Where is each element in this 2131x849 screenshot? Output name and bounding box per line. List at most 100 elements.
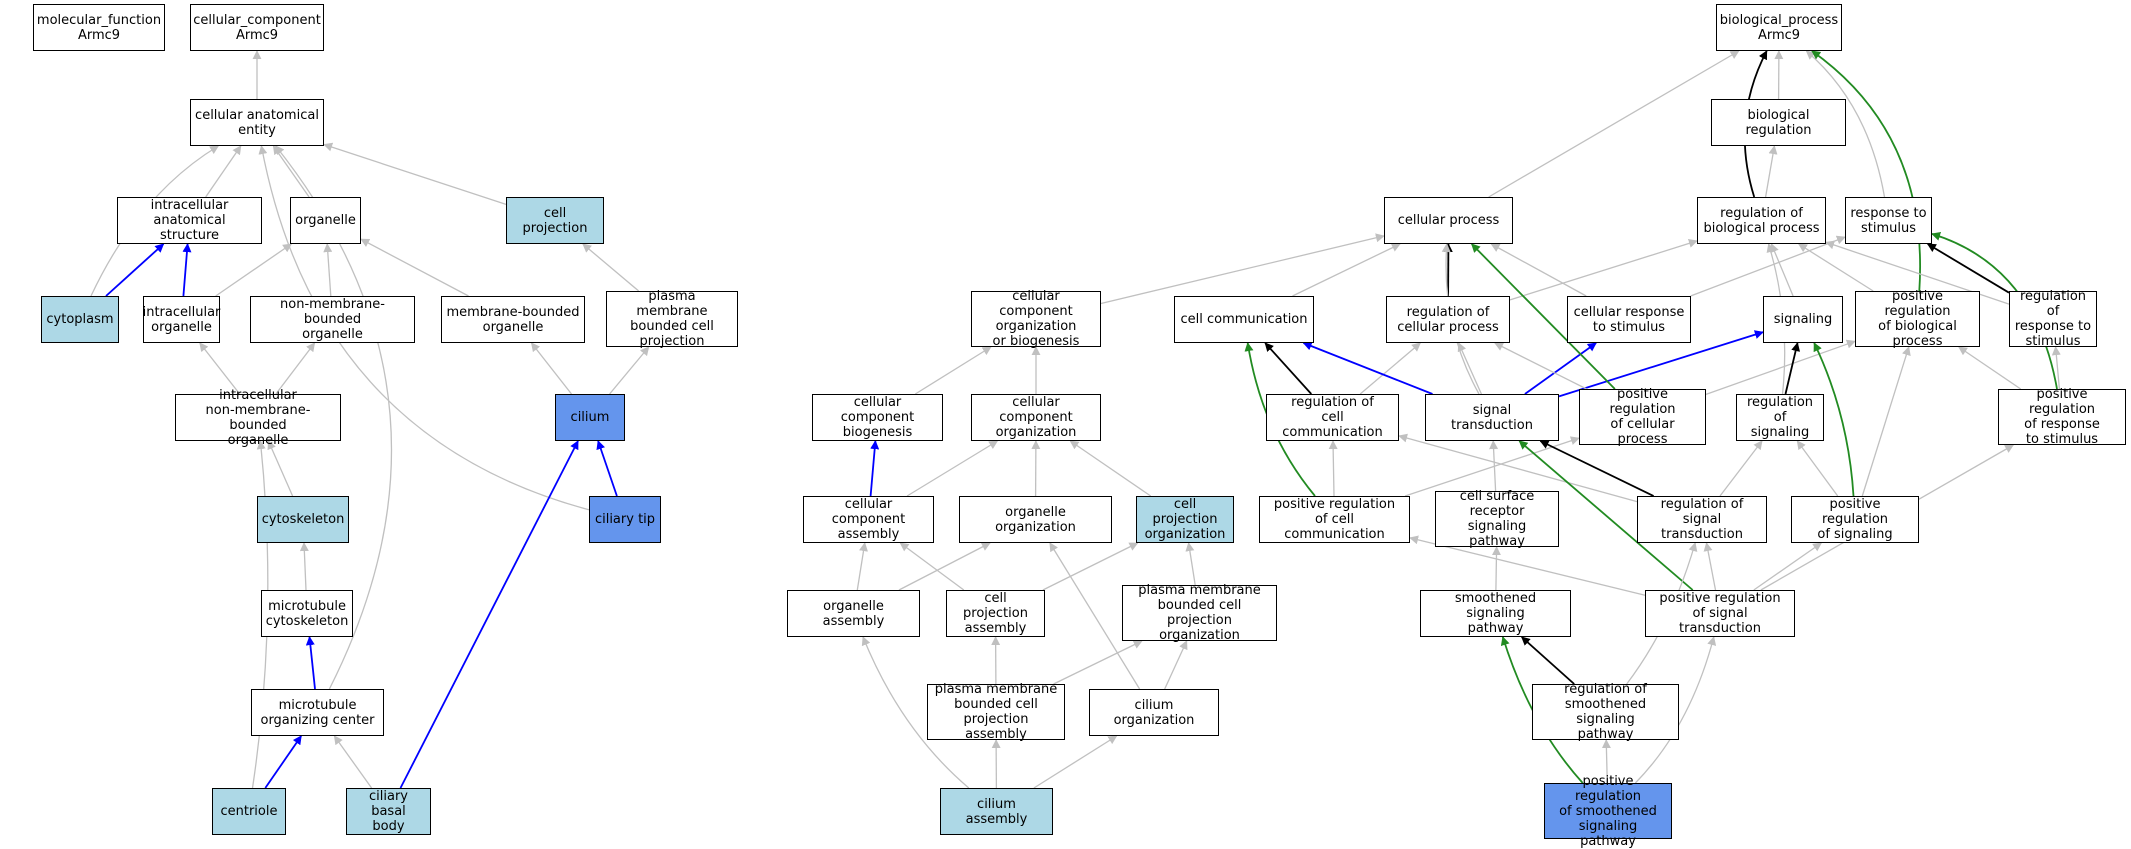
edge-regcp-to-regbp <box>1510 241 1697 300</box>
edge-inmbo-to-intorg <box>200 343 240 394</box>
go-term-signaling[interactable]: signaling <box>1763 296 1843 343</box>
go-term-cellcomm[interactable]: cell communication <box>1174 296 1314 343</box>
go-term-ccassembly[interactable]: cellular component assembly <box>803 496 934 543</box>
edge-cytoskeleton-to-inmbo <box>268 441 292 496</box>
go-term-mtoc[interactable]: microtubule organizing center <box>251 689 384 736</box>
edge-orgassembly-to-orgorg <box>899 543 990 590</box>
go-term-organelle[interactable]: organelle <box>290 197 361 244</box>
edge-cellcomm-to-cellproc <box>1293 244 1401 296</box>
go-term-regcp[interactable]: regulation of cellular process <box>1386 296 1510 343</box>
go-term-cytoplasm[interactable]: cytoplasm <box>41 296 119 343</box>
edge-regssp-to-ssp <box>1522 637 1575 684</box>
edge-organelle-to-cae <box>273 146 309 197</box>
edge-ccassembly-to-ccbio <box>871 441 876 496</box>
go-term-cytoskeleton[interactable]: cytoskeleton <box>257 496 349 543</box>
go-term-posregsig[interactable]: positive regulation of signaling <box>1791 496 1919 543</box>
go-term-posregst[interactable]: positive regulation of signal transducti… <box>1645 590 1795 637</box>
go-term-intorg[interactable]: intracellular organelle <box>143 296 220 343</box>
edge-cellproc-to-bp <box>1489 51 1739 197</box>
go-term-mf[interactable]: molecular_function Armc9 <box>33 4 165 51</box>
edge-posregbp-to-bp <box>1812 51 1920 291</box>
go-term-orgorg[interactable]: organelle organization <box>959 496 1112 543</box>
edge-mbo-to-organelle <box>361 239 469 296</box>
edge-posregst-to-posregsig <box>1754 543 1822 590</box>
edge-pmbcp-to-cellproj <box>583 244 639 291</box>
go-term-posregbp[interactable]: positive regulation of biological proces… <box>1855 291 1980 347</box>
edge-cilium-to-mbo <box>532 343 572 394</box>
edge-ccob-to-cellproc <box>1101 236 1384 304</box>
edge-cpassembly-to-ccassembly <box>900 543 964 590</box>
edge-cpassembly-to-cporg <box>1043 543 1138 590</box>
go-term-cellproj[interactable]: cell projection <box>506 197 604 244</box>
edge-posregsig-to-posregbp <box>1862 347 1909 496</box>
go-term-posregssp[interactable]: positive regulation of smoothened signal… <box>1544 783 1672 839</box>
edge-sigtrans-to-cellcomm <box>1304 343 1433 394</box>
edge-cellresp-to-cellproc <box>1491 244 1586 296</box>
edge-ciliumassembly-to-ciliumorg <box>1034 736 1117 788</box>
go-term-ciliarytip[interactable]: ciliary tip <box>589 496 661 543</box>
edge-intorg-to-ias <box>183 244 187 296</box>
edge-cbb-to-cilium <box>401 441 579 788</box>
go-term-pmbcp[interactable]: plasma membrane bounded cell projection <box>606 291 738 347</box>
go-term-mtcyto[interactable]: microtubule cytoskeleton <box>261 590 353 637</box>
edge-regsig-to-signaling <box>1786 343 1798 394</box>
go-term-mbo[interactable]: membrane-bounded organelle <box>441 296 585 343</box>
edge-mtcyto-to-cytoskeleton <box>304 543 306 590</box>
go-term-nmbo[interactable]: non-membrane-bounded organelle <box>250 296 415 343</box>
go-term-regst[interactable]: regulation of signal transduction <box>1637 496 1767 543</box>
edge-posregcc-to-regcc <box>1333 441 1334 496</box>
go-term-ccob[interactable]: cellular component organization or bioge… <box>971 291 1101 347</box>
edge-mtoc-to-mtcyto <box>310 637 316 689</box>
go-term-cbb[interactable]: ciliary basal body <box>346 788 431 835</box>
go-term-pmbcporg[interactable]: plasma membrane bounded cell projection … <box>1122 585 1277 641</box>
edge-regresp-to-resp <box>1928 244 2009 293</box>
edge-regbp-to-bioreg <box>1766 146 1775 197</box>
go-term-csrsp[interactable]: cell surface receptor signaling pathway <box>1435 491 1559 547</box>
edge-ciliumorg-to-pmbcporg <box>1165 641 1187 689</box>
go-term-centriole[interactable]: centriole <box>212 788 286 835</box>
edge-pmbcpassembly-to-pmbcporg <box>1054 641 1142 684</box>
go-term-cc[interactable]: cellular_component Armc9 <box>190 4 324 51</box>
edge-posregbp-to-regbp <box>1799 244 1874 291</box>
edge-centriole-to-mtoc <box>265 736 301 788</box>
edge-nmbo-to-organelle <box>327 244 331 296</box>
go-term-ccorg[interactable]: cellular component organization <box>971 394 1101 441</box>
edge-regst-to-regsig <box>1720 441 1762 496</box>
go-term-regssp[interactable]: regulation of smoothened signaling pathw… <box>1532 684 1679 740</box>
go-term-orgassembly[interactable]: organelle assembly <box>787 590 920 637</box>
edge-inmbo-to-nmbo <box>276 343 315 394</box>
edge-cellresp-to-resp <box>1691 237 1845 296</box>
edge-cilium-to-pmbcp <box>610 347 649 394</box>
go-term-cpassembly[interactable]: cell projection assembly <box>946 590 1045 637</box>
edge-ciliarytip-to-cilium <box>598 441 617 496</box>
go-term-posregresp[interactable]: positive regulation of response to stimu… <box>1998 389 2126 445</box>
go-term-regcc[interactable]: regulation of cell communication <box>1266 394 1399 441</box>
edge-regcc-to-cellcomm <box>1265 343 1311 394</box>
go-term-ccbio[interactable]: cellular component biogenesis <box>812 394 943 441</box>
go-term-cae[interactable]: cellular anatomical entity <box>190 99 324 146</box>
go-term-posregcc[interactable]: positive regulation of cell communicatio… <box>1259 496 1410 543</box>
go-term-cellresp[interactable]: cellular response to stimulus <box>1567 296 1691 343</box>
go-term-cporg[interactable]: cell projection organization <box>1136 496 1234 543</box>
go-term-bp[interactable]: biological_process Armc9 <box>1716 4 1842 51</box>
go-term-ias[interactable]: intracellular anatomical structure <box>117 197 262 244</box>
edge-posregresp-to-posregbp <box>1959 347 2021 389</box>
go-term-pmbcpassembly[interactable]: plasma membrane bounded cell projection … <box>927 684 1065 740</box>
go-term-ssp[interactable]: smoothened signaling pathway <box>1420 590 1571 637</box>
go-term-bioreg[interactable]: biological regulation <box>1711 99 1846 146</box>
go-term-cilium[interactable]: cilium <box>555 394 625 441</box>
go-term-ciliumassembly[interactable]: cilium assembly <box>940 788 1053 835</box>
go-term-regsig[interactable]: regulation of signaling <box>1736 394 1824 441</box>
go-term-inmbo[interactable]: intracellular non-membrane-bounded organ… <box>175 394 341 441</box>
edge-cbb-to-mtoc <box>334 736 371 788</box>
go-term-ciliumorg[interactable]: cilium organization <box>1089 689 1219 736</box>
go-term-posregcp[interactable]: positive regulation of cellular process <box>1579 389 1706 445</box>
go-term-resp[interactable]: response to stimulus <box>1845 197 1932 244</box>
edge-orgassembly-to-ccassembly <box>857 543 865 590</box>
go-term-regresp[interactable]: regulation of response to stimulus <box>2009 291 2097 347</box>
go-term-regbp[interactable]: regulation of biological process <box>1697 197 1826 244</box>
edge-pmbcporg-to-cporg <box>1189 543 1196 585</box>
go-term-cellproc[interactable]: cellular process <box>1384 197 1513 244</box>
go-term-sigtrans[interactable]: signal transduction <box>1425 394 1559 441</box>
